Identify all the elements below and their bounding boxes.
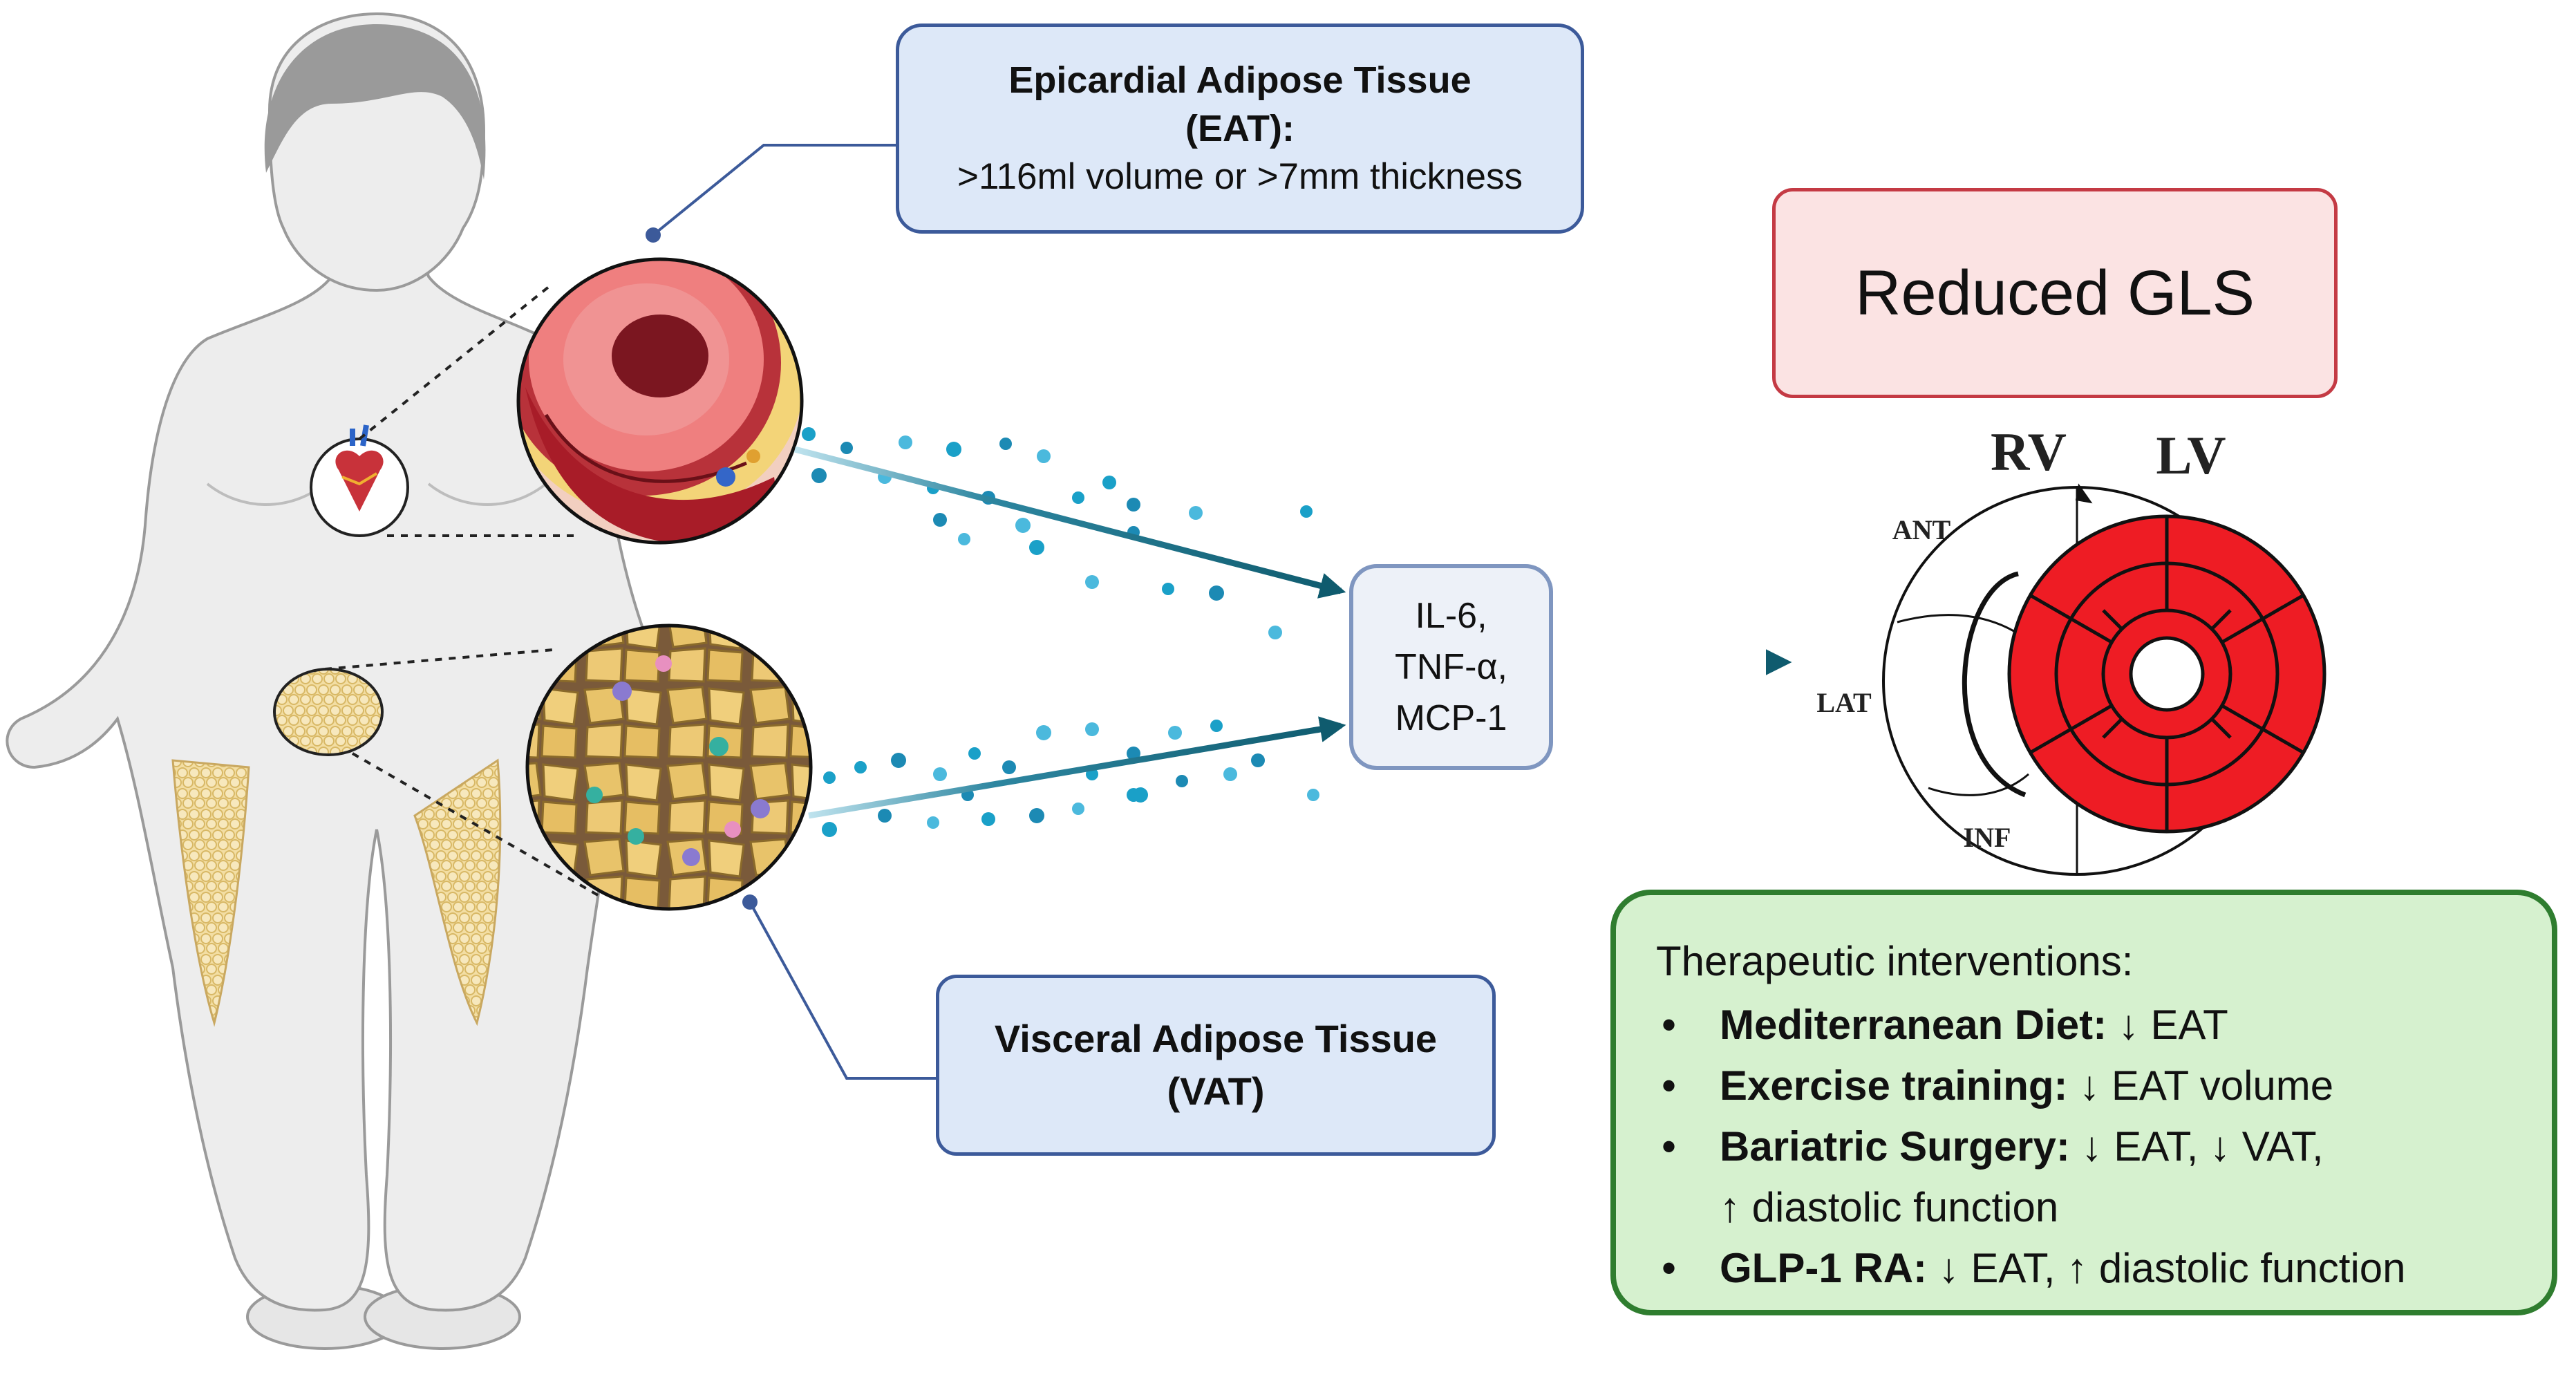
therapy-title: Therapeutic interventions: — [1656, 938, 2134, 984]
rv-label: RV — [1991, 422, 2067, 482]
reduced-gls-box: Reduced GLS — [1772, 188, 2338, 398]
cytokine-particle — [1037, 449, 1051, 463]
cytokine-particle — [946, 442, 961, 457]
cytokine-box: IL-6, TNF-α, MCP-1 — [1349, 564, 1553, 770]
cytokine-particle — [1029, 808, 1044, 823]
cytokine-tnfa: TNF-α, — [1395, 647, 1507, 687]
visceral-fat-cross-section — [525, 623, 813, 911]
cytokine-particle — [1300, 505, 1313, 518]
vat-info-box: Visceral Adipose Tissue (VAT) — [936, 975, 1496, 1156]
therapy-item-exercise: • Exercise training: ↓ EAT volume — [1656, 1056, 2552, 1116]
cytokine-particle — [854, 761, 867, 773]
cytokine-particle — [1085, 575, 1099, 589]
therapy-list: • Mediterranean Diet: ↓ EAT • Exercise tra… — [1656, 995, 2552, 1299]
cytokine-particle — [999, 438, 1012, 450]
vat-title-line1: Visceral Adipose Tissue — [994, 1017, 1438, 1060]
therapy-item-name: GLP-1 RA: — [1720, 1245, 1927, 1291]
human-body-figure — [6, 12, 700, 1350]
lv-label: LV — [2156, 425, 2226, 485]
cytokine-particle — [981, 812, 995, 826]
epicardial-fat-cross-section — [516, 257, 804, 545]
heart-inset-small — [310, 424, 409, 537]
reduced-gls-label: Reduced GLS — [1855, 257, 2255, 328]
callout-dashed-lines — [324, 282, 599, 897]
vat-leader-dot — [742, 894, 758, 910]
therapy-item-effect-line2: ↑ diastolic function — [1720, 1184, 2059, 1230]
cytokine-particle — [899, 435, 912, 449]
cytokine-particle — [1168, 726, 1182, 740]
ant-label: ANT — [1892, 514, 1951, 545]
eat-to-cytokine-arrow — [793, 446, 1346, 599]
cytokine-particle — [878, 809, 892, 823]
visceral-fat-inset-small — [273, 668, 384, 756]
cytokine-particle — [1209, 585, 1224, 601]
cytokine-particle — [1268, 626, 1282, 639]
bullet: • — [1662, 1062, 1677, 1109]
strain-bullseye-map: RV LV ANT LAT INF — [1816, 422, 2326, 876]
cytokine-particle — [802, 427, 816, 441]
eat-info-box: Epicardial Adipose Tissue (EAT): >116ml … — [896, 24, 1584, 234]
eat-title-line2: (EAT): — [1185, 108, 1295, 149]
bullet: • — [1662, 1123, 1677, 1170]
cytokine-il6: IL-6, — [1415, 596, 1487, 636]
cytokine-particle — [1307, 789, 1319, 801]
cytokine-particle — [958, 533, 970, 545]
cytokine-particle — [1223, 767, 1237, 781]
cytokine-particle — [1133, 787, 1148, 803]
bullet: • — [1662, 1245, 1677, 1291]
cytokine-particle — [1072, 803, 1084, 815]
cytokine-particle — [1072, 491, 1084, 504]
label-leader-lines — [652, 144, 936, 1080]
cytokine-mcp1: MCP-1 — [1395, 698, 1507, 738]
therapy-item-bariatric: • Bariatric Surgery: ↓ EAT, ↓ VAT,↑ diast… — [1656, 1116, 2552, 1238]
cytokine-particle — [840, 442, 853, 454]
cytokine-particle — [1210, 720, 1223, 732]
eat-leader-dot — [646, 227, 661, 243]
cytokine-particle — [927, 816, 939, 829]
cytokine-particle — [823, 771, 836, 784]
vat-title-line2: (VAT) — [1167, 1069, 1265, 1113]
cytokine-particle — [1127, 747, 1140, 760]
cytokine-particle — [1127, 498, 1140, 512]
cytokine-particle — [1015, 518, 1031, 533]
cytokine-particle — [1176, 775, 1188, 787]
cytokine-particle — [1162, 583, 1174, 595]
therapy-item-effect: ↓ EAT — [2107, 1002, 2228, 1048]
therapy-item-effect: ↓ EAT, ↑ diastolic function — [1927, 1245, 2406, 1291]
inf-label: INF — [1964, 822, 2011, 853]
cytokine-particle — [968, 747, 981, 760]
cytokine-particle — [891, 753, 906, 768]
cytokine-particle — [1251, 753, 1265, 767]
cytokine-particles — [802, 427, 1319, 837]
therapy-item-effect: ↓ EAT, ↓ VAT, — [2069, 1123, 2324, 1170]
therapy-item-name: Bariatric Surgery: — [1720, 1123, 2070, 1170]
cytokine-particle — [933, 513, 947, 527]
therapeutic-interventions-box: Therapeutic interventions: • Mediterranea… — [1610, 890, 2557, 1315]
cytokine-particle — [1036, 725, 1051, 740]
eat-title-line1: Epicardial Adipose Tissue — [1008, 59, 1472, 101]
cytokine-particle — [1102, 476, 1116, 489]
cytokine-particle — [811, 468, 827, 483]
lat-label: LAT — [1816, 687, 1872, 718]
vat-to-cytokine-arrow — [808, 716, 1346, 819]
cytokine-particle — [1002, 760, 1016, 774]
therapy-item-mediterranean: • Mediterranean Diet: ↓ EAT — [1656, 995, 2552, 1056]
therapy-item-name: Exercise training: — [1720, 1062, 2068, 1109]
eat-detail: >116ml volume or >7mm thickness — [957, 156, 1523, 197]
cytokine-particle — [1085, 722, 1099, 736]
therapy-item-effect: ↓ EAT volume — [2067, 1062, 2334, 1109]
bullet: • — [1662, 1002, 1677, 1048]
cytokine-particle — [933, 767, 947, 781]
cytokine-particle — [1189, 506, 1203, 520]
cytokine-particle — [1029, 540, 1044, 555]
therapy-item-name: Mediterranean Diet: — [1720, 1002, 2107, 1048]
therapy-item-glp1: • GLP-1 RA: ↓ EAT, ↑ diastolic function — [1656, 1238, 2552, 1299]
cytokine-particle — [822, 822, 837, 837]
